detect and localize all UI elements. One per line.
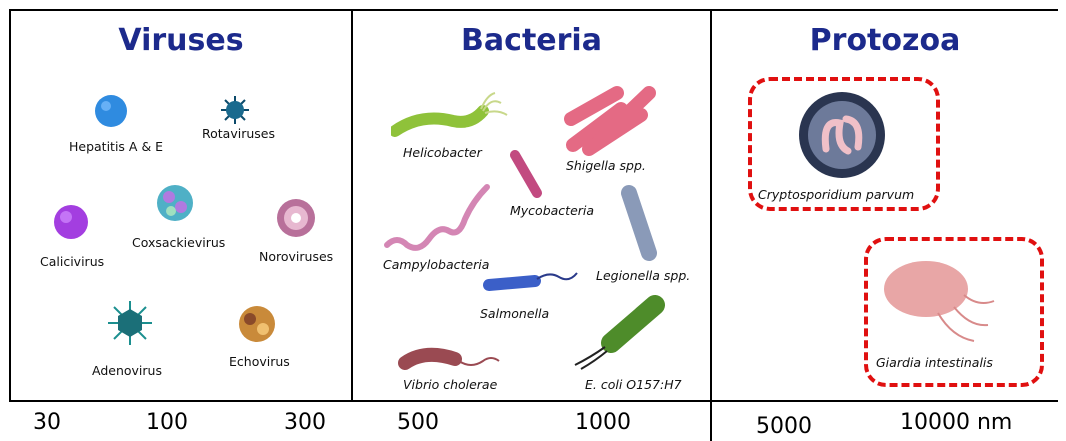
label-echovirus: Echovirus [229,354,290,369]
scale-divider [710,402,712,441]
label-giardia: Giardia intestinalis [876,355,993,370]
adenovirus-image [106,299,154,347]
scale-5000: 5000 [756,414,812,439]
protozoa-title: Protozoa [712,23,1058,58]
scale-300: 300 [284,410,326,435]
scale-10000-nm: 10000 nm [900,410,1012,435]
label-helicobacter: Helicobacter [403,145,482,160]
label-cryptosporidium: Cryptosporidium parvum [758,187,914,202]
helicobacter-image [391,91,511,141]
mycobacteria-image [507,149,547,199]
viruses-panel: Viruses Hepatitis A & E Rotaviruses Cali… [9,9,353,402]
label-vibrio: Vibrio cholerae [403,377,497,392]
label-campylobacteria: Campylobacteria [383,257,489,272]
bacteria-title: Bacteria [353,23,710,58]
label-noroviruses: Noroviruses [259,249,333,264]
campylobacteria-image [383,179,493,259]
hepatitis-virus-image [93,93,129,129]
label-legionella: Legionella spp. [596,268,690,283]
ecoli-image [571,291,671,371]
giardia-image [878,255,998,345]
salmonella-image [479,261,579,301]
viruses-title: Viruses [11,23,351,58]
label-calicivirus: Calicivirus [40,254,104,269]
vibrio-image [395,339,505,379]
scale-1000: 1000 [575,410,631,435]
coxsackievirus-image [154,182,196,224]
scale-100: 100 [146,410,188,435]
scale-30: 30 [33,410,61,435]
label-salmonella: Salmonella [480,306,549,321]
label-adenovirus: Adenovirus [92,363,162,378]
norovirus-image [275,197,317,239]
label-mycobacteria: Mycobacteria [510,203,594,218]
cryptosporidium-image [796,89,888,181]
label-rotaviruses: Rotaviruses [202,126,275,141]
echovirus-image [236,303,278,345]
protozoa-panel: Protozoa Cryptosporidium parvum Giardia … [710,9,1058,402]
calicivirus-image [51,202,91,242]
label-hepatitis: Hepatitis A & E [69,139,163,154]
shigella-image [561,79,661,159]
label-ecoli: E. coli O157:H7 [585,377,682,392]
label-coxsackievirus: Coxsackievirus [132,235,225,250]
label-shigella: Shigella spp. [566,158,646,173]
bacteria-panel: Bacteria Helicobacter Shigella spp. Myco… [351,9,712,402]
rotavirus-image [220,95,250,125]
legionella-image [615,183,665,263]
scale-500: 500 [397,410,439,435]
